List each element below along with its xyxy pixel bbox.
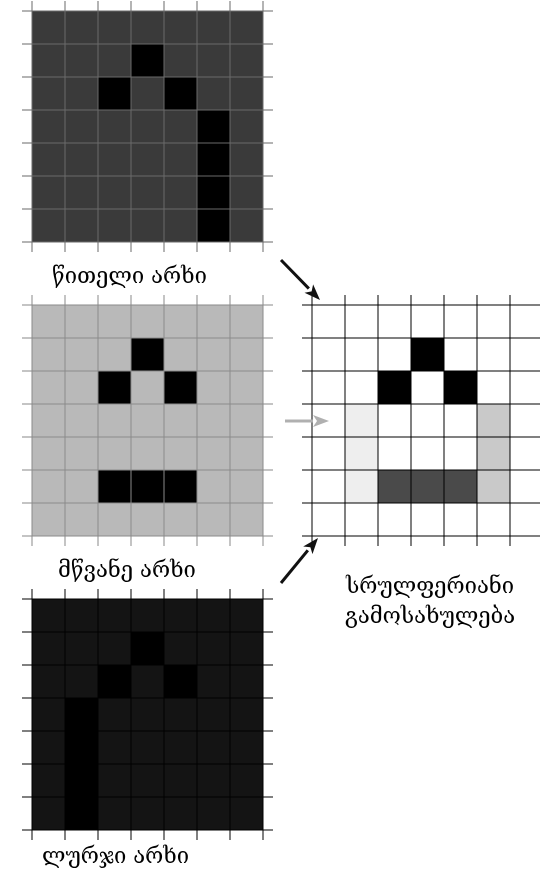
blue-channel-grid-pixel: [65, 797, 98, 830]
blue-channel-grid-pixel: [65, 698, 98, 731]
blue-channel-grid: [22, 589, 273, 840]
green-channel-grid-pixel: [98, 371, 131, 404]
result-image-grid-pixel: [411, 470, 444, 503]
result-image-grid-pixel: [378, 470, 411, 503]
result-image-grid-pixel: [378, 371, 411, 404]
result-image-grid-pixel: [477, 404, 510, 437]
green-channel-grid-pixel: [98, 470, 131, 503]
green-channel-grid-pixel: [131, 338, 164, 371]
result-label-line-2: გამოსახულება: [322, 606, 538, 628]
red-channel-grid-pixel: [197, 143, 230, 176]
result-label-line-1: სრულფერიანი: [322, 576, 538, 598]
red-channel-grid: [22, 1, 273, 252]
result-image-grid-pixel: [477, 470, 510, 503]
blue-channel-grid-pixel: [65, 731, 98, 764]
red-channel-grid-pixel: [131, 44, 164, 77]
result-image-grid: [302, 295, 540, 546]
green-channel-grid-pixel: [164, 470, 197, 503]
blue-channel-grid-pixel: [164, 665, 197, 698]
red-channel-grid-pixel: [164, 77, 197, 110]
result-label: სრულფერიანი გამოსახულება: [322, 576, 538, 628]
blue-channel-grid-pixel: [98, 665, 131, 698]
blue-to-result-arrow-shaft: [281, 550, 308, 583]
result-image-grid-pixel: [345, 470, 378, 503]
result-image-grid-pixel: [477, 437, 510, 470]
red-to-result-arrow-shaft: [281, 260, 309, 289]
result-image-grid-pixel: [444, 371, 477, 404]
red-to-result-arrow: [281, 260, 320, 300]
green-channel-grid-pixel: [164, 371, 197, 404]
blue-channel-grid-pixel: [65, 764, 98, 797]
result-image-grid-pixel: [345, 404, 378, 437]
result-image-grid-pixel: [411, 338, 444, 371]
blue-channel-grid-pixel: [131, 632, 164, 665]
green-channel-grid: [22, 295, 273, 546]
red-channel-grid-pixel: [98, 77, 131, 110]
red-channel-grid-pixel: [197, 176, 230, 209]
blue-to-result-arrow: [281, 538, 318, 583]
blue-channel-label: ლურჯი არხი: [42, 846, 189, 868]
green-channel-grid-pixel: [131, 470, 164, 503]
green-channel-label: მწვანე არხი: [58, 560, 196, 582]
red-channel-grid-pixel: [197, 110, 230, 143]
red-channel-label: წითელი არხი: [52, 266, 207, 288]
red-channel-grid-pixel: [197, 209, 230, 242]
result-image-grid-pixel: [444, 470, 477, 503]
result-image-grid-pixel: [345, 437, 378, 470]
